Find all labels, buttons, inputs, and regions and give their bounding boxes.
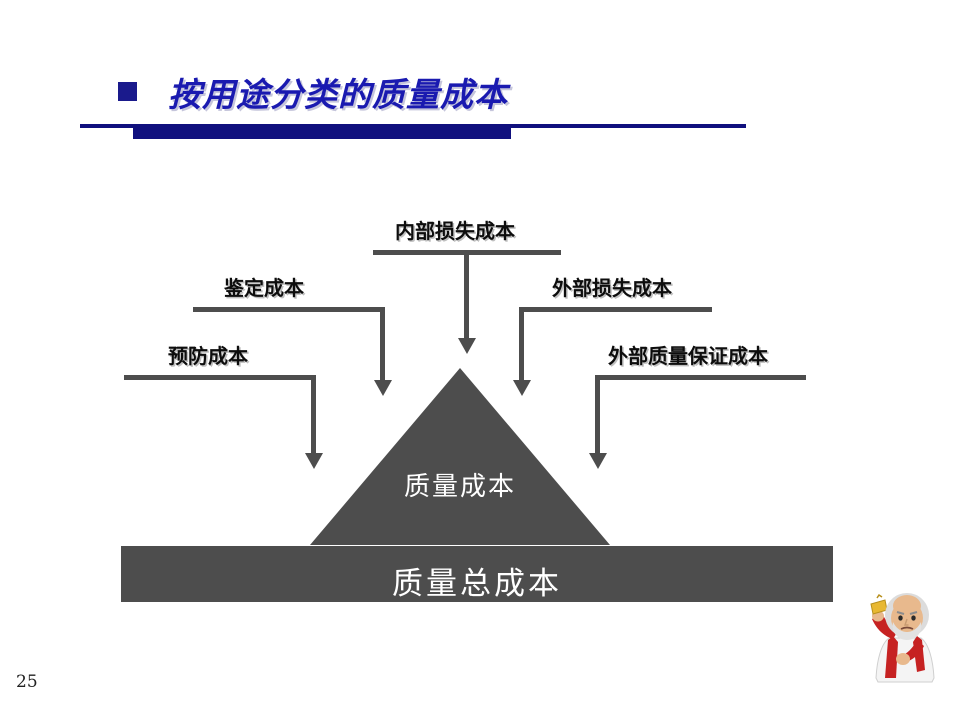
callout-label-appraisal: 鉴定成本: [224, 276, 304, 300]
page-number: 25: [16, 672, 38, 692]
pyramid-shape: [310, 368, 610, 545]
callout-label-internal-failure: 内部损失成本: [395, 219, 515, 243]
callout-label-external-assurance: 外部质量保证成本: [608, 344, 768, 368]
base-bar-shape: [121, 546, 833, 602]
arrowhead-internal-failure: [458, 338, 476, 354]
bullet-square-icon: [118, 82, 137, 101]
base-bar-label: 质量总成本: [392, 566, 562, 602]
connector-v-internal-failure: [464, 250, 469, 340]
connector-v-appraisal: [380, 307, 385, 382]
page-title: 按用途分类的质量成本: [168, 75, 508, 114]
connector-h-external-failure: [519, 307, 712, 312]
callout-label-external-failure: 外部损失成本: [552, 276, 672, 300]
connector-v-external-failure: [519, 307, 524, 382]
title-underline-rule: [80, 124, 746, 128]
connector-h-external-assurance: [595, 375, 806, 380]
pyramid-label: 质量成本: [403, 472, 516, 502]
connector-h-appraisal: [193, 307, 385, 312]
elder-character-icon: [870, 593, 935, 683]
title-accent-bar: [133, 128, 511, 139]
connector-h-prevention: [124, 375, 316, 380]
callout-label-prevention: 预防成本: [168, 344, 248, 368]
